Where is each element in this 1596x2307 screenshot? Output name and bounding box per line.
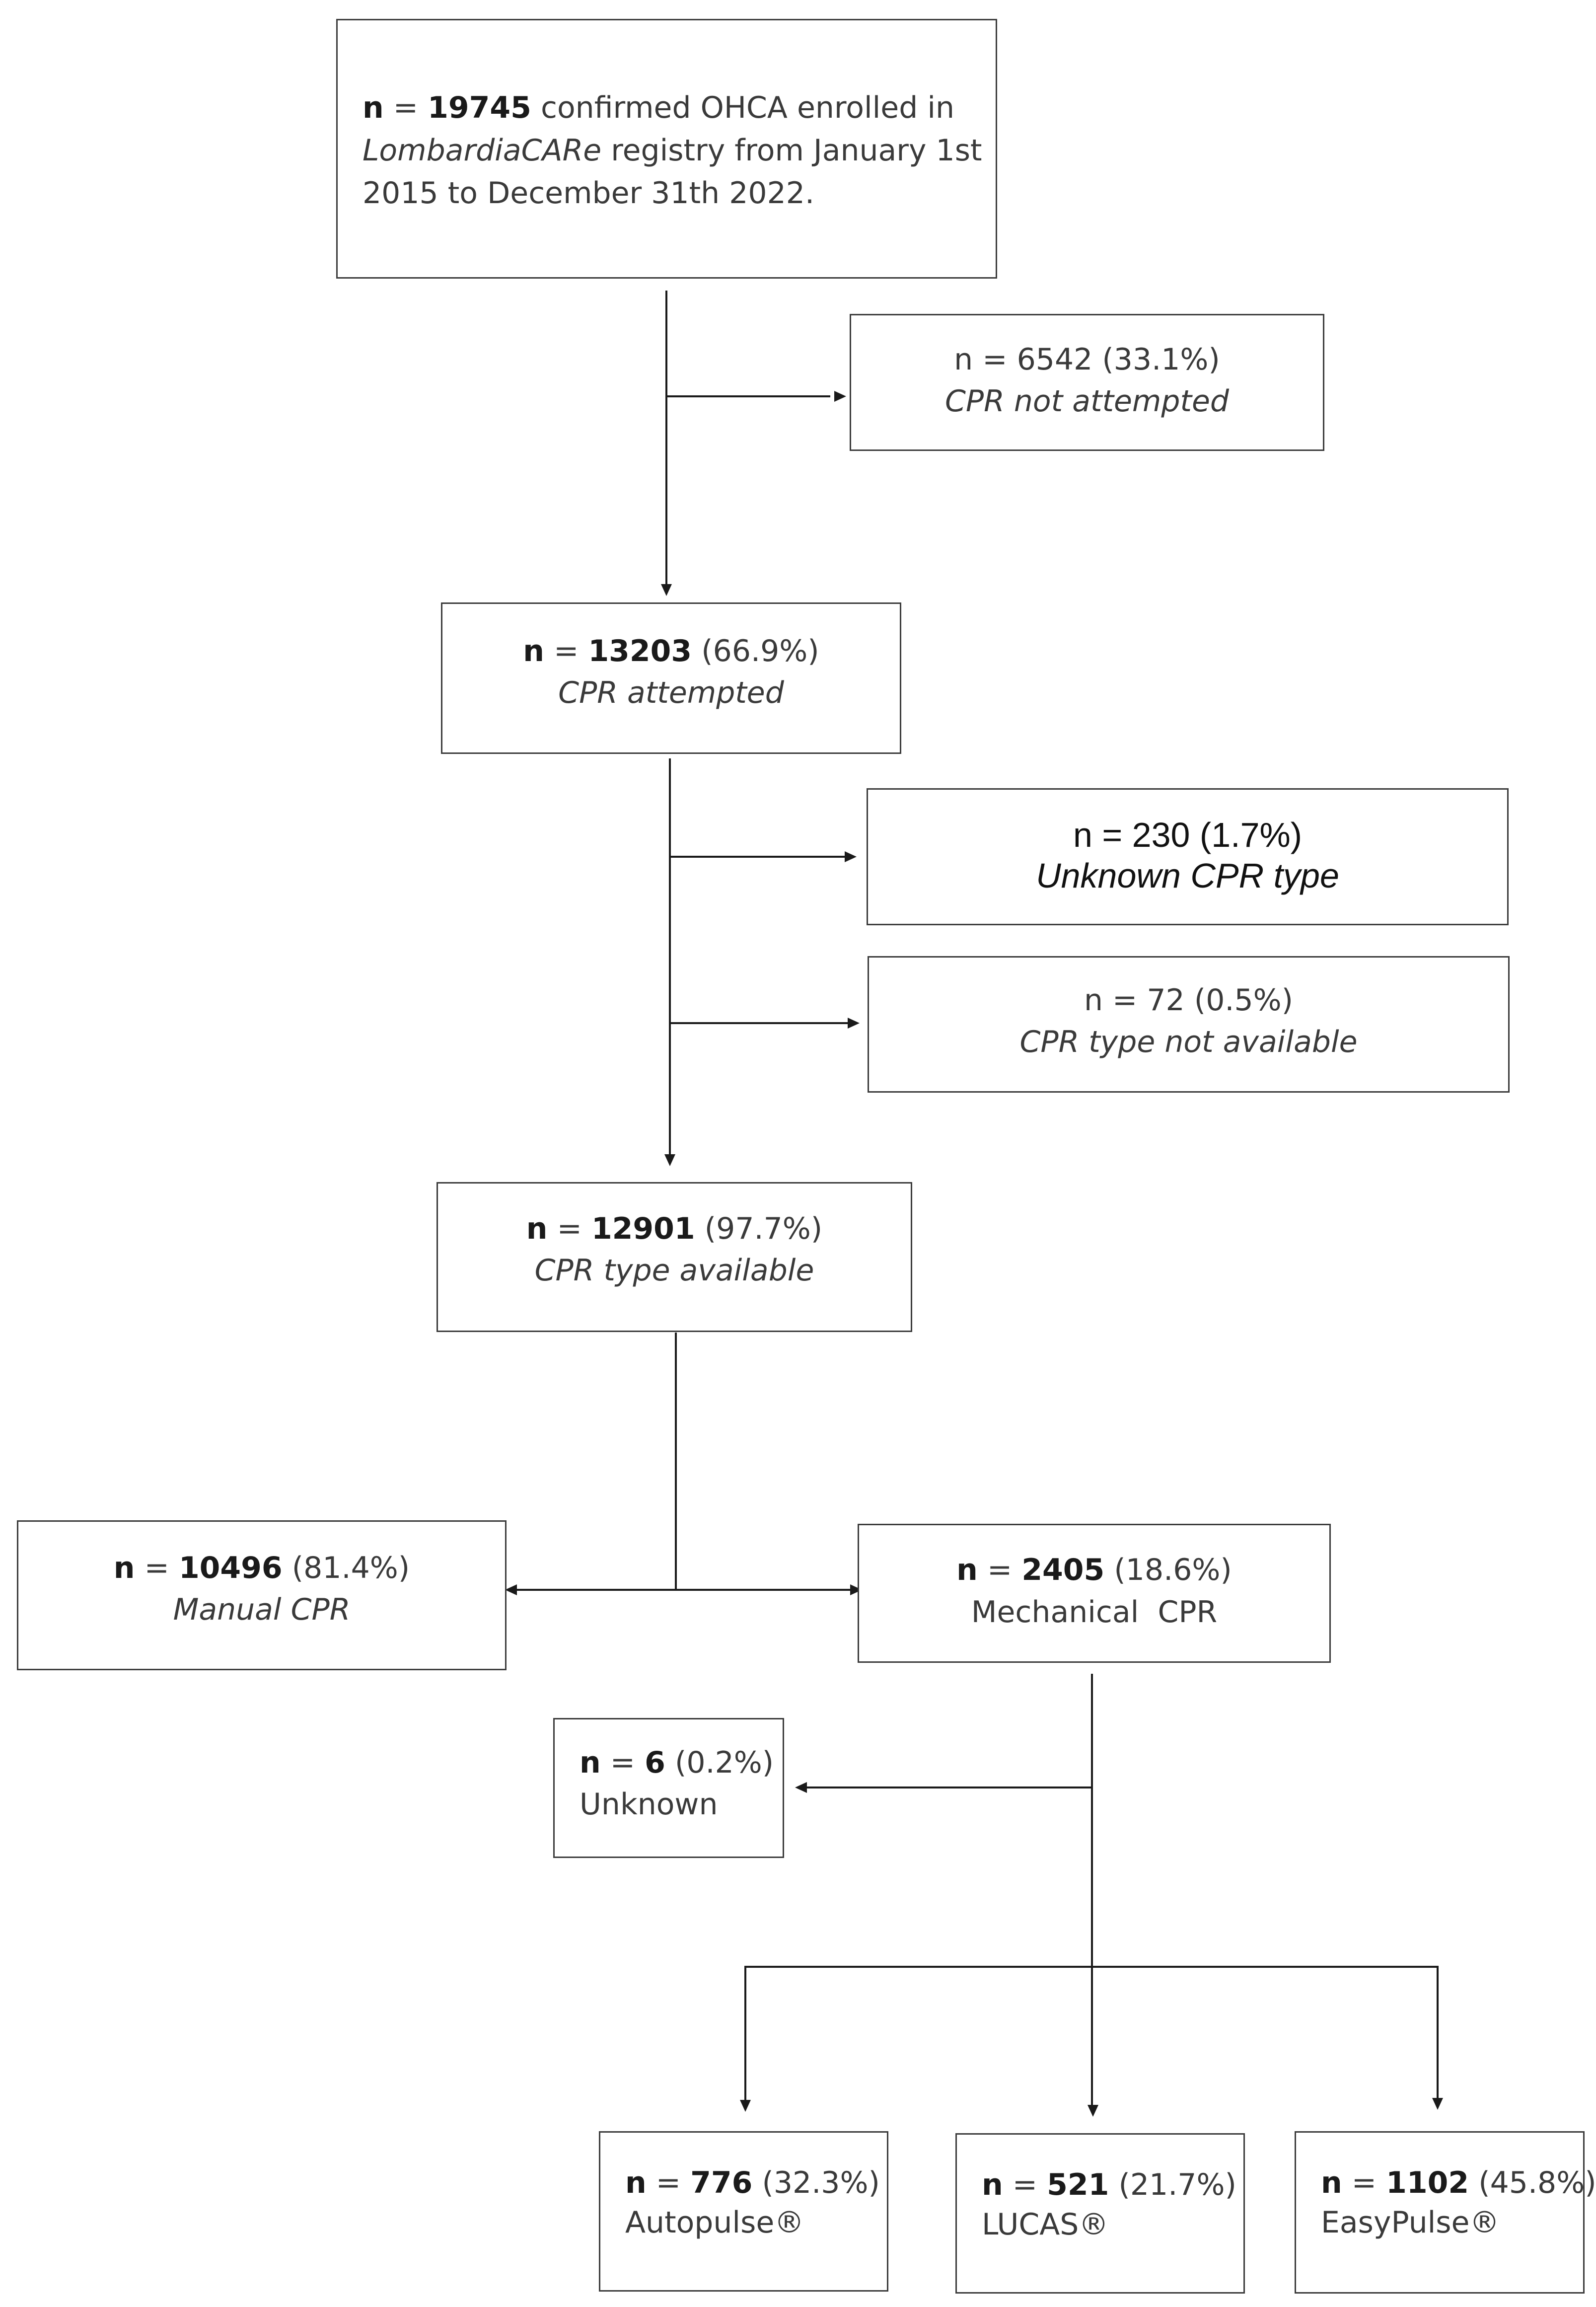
type-available-count: 12901 xyxy=(591,1211,695,1246)
not-attempted-label: CPR not attempted xyxy=(945,384,1229,419)
enrolled-line-2: LombardiaCARe registry from January 1st xyxy=(363,129,982,172)
registry-name: LombardiaCARe xyxy=(363,133,602,168)
branch-to-unknown-device xyxy=(806,1786,1092,1788)
trunk-enrolled-to-attempted xyxy=(665,291,667,585)
equals-sign: = xyxy=(135,1551,179,1585)
box-lucas: n = 521 (21.7%) LUCAS® xyxy=(955,2133,1245,2294)
type-available-label: CPR type available xyxy=(534,1253,814,1288)
autopulse-label: Autopulse® xyxy=(625,2205,804,2240)
arrow-to-easypulse xyxy=(1432,2098,1443,2110)
unknown-device-pct: (0.2%) xyxy=(665,1745,774,1780)
enrolled-count: 19745 xyxy=(428,90,531,125)
equals-sign: = xyxy=(544,634,588,669)
n-label: n xyxy=(523,634,545,669)
attempted-pct: (66.9%) xyxy=(692,634,819,669)
easypulse-count-line: n = 1102 (45.8%) xyxy=(1321,2161,1596,2204)
arrow-to-not-attempted xyxy=(834,391,846,402)
unknown-device-count: 6 xyxy=(645,1745,665,1780)
box-autopulse: n = 776 (32.3%) Autopulse® xyxy=(599,2131,888,2292)
autopulse-count: 776 xyxy=(690,2165,753,2200)
mechanical-count-line: n = 2405 (18.6%) xyxy=(859,1549,1329,1591)
mechanical-label: Mechanical CPR xyxy=(971,1595,1218,1630)
n-label: n xyxy=(363,90,384,125)
branch-to-type-not-available xyxy=(671,1022,848,1024)
lucas-count: 521 xyxy=(1047,2167,1109,2202)
mechanical-count: 2405 xyxy=(1021,1553,1105,1587)
n-label: n xyxy=(982,2167,1003,2202)
easypulse-label: EasyPulse® xyxy=(1321,2205,1500,2240)
arrow-to-manual xyxy=(505,1584,517,1595)
equals-sign: = xyxy=(547,1211,591,1246)
lucas-label: LUCAS® xyxy=(982,2207,1109,2242)
device-split-horizontal xyxy=(744,1966,1437,1968)
unknown-device-label: Unknown xyxy=(580,1787,718,1822)
enrolled-line2-text: registry from January 1st xyxy=(601,133,982,168)
box-unknown-type: n = 230 (1.7%) Unknown CPR type xyxy=(867,788,1509,925)
equals-sign: = xyxy=(1003,2167,1047,2202)
type-not-available-count: n = 72 (0.5%) xyxy=(1084,983,1294,1018)
n-label: n xyxy=(956,1553,978,1587)
split-horizontal xyxy=(516,1589,852,1591)
drop-to-easypulse xyxy=(1437,1966,1439,2099)
type-available-count-line: n = 12901 (97.7%) xyxy=(438,1207,911,1250)
easypulse-pct: (45.8%) xyxy=(1469,2165,1596,2200)
manual-count: 10496 xyxy=(178,1551,283,1585)
box-type-available: n = 12901 (97.7%) CPR type available xyxy=(436,1182,912,1332)
unknown-type-label: Unknown CPR type xyxy=(1036,856,1339,895)
box-unknown-device: n = 6 (0.2%) Unknown xyxy=(553,1718,784,1858)
drop-to-autopulse xyxy=(744,1966,746,2101)
equals-sign: = xyxy=(977,1553,1022,1587)
unknown-device-count-line: n = 6 (0.2%) xyxy=(580,1741,774,1784)
enrolled-line-3: 2015 to December 31th 2022. xyxy=(363,176,815,211)
equals-sign: = xyxy=(600,1745,645,1780)
lucas-count-line: n = 521 (21.7%) xyxy=(982,2163,1236,2206)
n-label: n xyxy=(1321,2165,1342,2200)
equals-sign: = xyxy=(646,2165,691,2200)
box-attempted: n = 13203 (66.9%) CPR attempted xyxy=(441,602,901,754)
arrow-to-attempted xyxy=(661,584,672,596)
autopulse-pct: (32.3%) xyxy=(752,2165,880,2200)
box-easypulse: n = 1102 (45.8%) EasyPulse® xyxy=(1295,2131,1596,2294)
arrow-to-unknown-device xyxy=(795,1782,807,1793)
attempted-count: 13203 xyxy=(588,634,692,669)
n-label: n xyxy=(580,1745,601,1780)
n-label: n xyxy=(113,1551,135,1585)
unknown-type-count: n = 230 (1.7%) xyxy=(1073,816,1303,854)
equals-sign: = xyxy=(1342,2165,1386,2200)
n-label: n xyxy=(526,1211,548,1246)
not-attempted-count: n = 6542 (33.1%) xyxy=(954,342,1220,377)
box-enrolled: n = 19745 confirmed OHCA enrolled in Lom… xyxy=(336,19,997,279)
branch-to-unknown-type xyxy=(670,856,845,858)
attempted-count-line: n = 13203 (66.9%) xyxy=(442,630,900,672)
easypulse-count: 1102 xyxy=(1386,2165,1469,2200)
box-not-attempted: n = 6542 (33.1%) CPR not attempted xyxy=(850,314,1324,451)
type-available-pct: (97.7%) xyxy=(695,1211,823,1246)
equals-sign: = xyxy=(383,90,428,125)
enrolled-line1-text: confirmed OHCA enrolled in xyxy=(531,90,955,125)
lucas-pct: (21.7%) xyxy=(1109,2167,1236,2202)
trunk-attempted-to-type-available xyxy=(669,758,671,1156)
n-label: n xyxy=(625,2165,647,2200)
arrow-to-type-not-available xyxy=(848,1018,860,1029)
manual-count-line: n = 10496 (81.4%) xyxy=(18,1547,505,1589)
trunk-type-available-to-split xyxy=(675,1333,677,1589)
autopulse-count-line: n = 776 (32.3%) xyxy=(625,2161,880,2204)
box-mechanical: n = 2405 (18.6%) Mechanical CPR xyxy=(858,1524,1331,1663)
manual-pct: (81.4%) xyxy=(282,1551,410,1585)
arrow-to-lucas xyxy=(1088,2105,1098,2117)
mechanical-pct: (18.6%) xyxy=(1104,1553,1232,1587)
box-type-not-available: n = 72 (0.5%) CPR type not available xyxy=(868,956,1510,1093)
arrow-to-unknown-type xyxy=(845,851,857,862)
manual-label: Manual CPR xyxy=(173,1592,351,1627)
box-manual: n = 10496 (81.4%) Manual CPR xyxy=(17,1520,507,1670)
enrolled-line-1: n = 19745 confirmed OHCA enrolled in xyxy=(363,86,954,129)
branch-to-not-attempted xyxy=(666,395,830,397)
arrow-to-type-available xyxy=(664,1154,675,1166)
trunk-mechanical-to-devices xyxy=(1091,1674,1093,2106)
attempted-label: CPR attempted xyxy=(558,675,784,710)
type-not-available-label: CPR type not available xyxy=(1019,1025,1358,1059)
arrow-to-autopulse xyxy=(740,2100,751,2112)
